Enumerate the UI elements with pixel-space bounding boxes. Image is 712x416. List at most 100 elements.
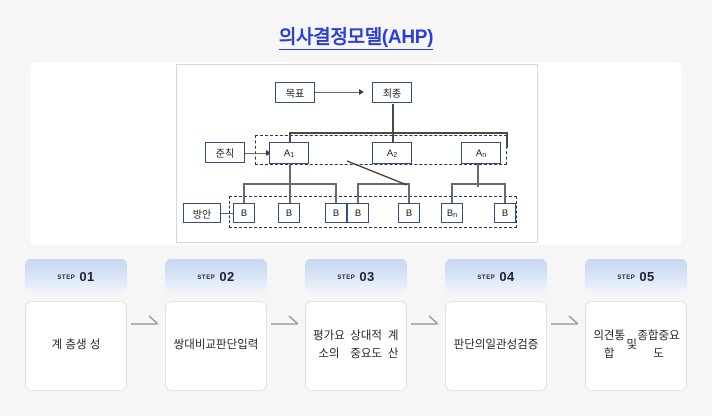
final-drop-line <box>392 104 394 133</box>
step-body-line: 생 성 <box>76 339 101 352</box>
node-alternative-3-label: B <box>332 207 340 219</box>
node-alternative-1: B <box>233 203 255 223</box>
node-criteria-an: An <box>461 142 501 164</box>
a2-children-bar <box>357 183 409 185</box>
an-child-1-branch <box>451 183 453 205</box>
node-alternative-2: B <box>278 203 300 223</box>
criteria-label-arrowhead <box>266 150 271 156</box>
step-body-01: 계 층 생 성 <box>25 301 127 391</box>
an-child-2-branch <box>504 183 506 205</box>
node-alternative-1-label: B <box>240 207 248 219</box>
node-alternative-7: B <box>494 203 516 223</box>
arrow-right-icon <box>131 315 159 325</box>
step-word-04: step <box>477 271 496 281</box>
step-number-04: 04 <box>499 268 515 284</box>
criteria-branch-an <box>506 132 508 148</box>
criteria-label-connector <box>245 153 269 155</box>
step-body-line: 상대적중요도 <box>350 330 383 360</box>
alternatives-label-connector <box>219 213 239 215</box>
node-criteria-an-label: An <box>475 147 487 159</box>
step-number-02: 02 <box>219 268 235 284</box>
step-arrow-3 <box>407 259 445 383</box>
step-number-05: 05 <box>639 268 655 284</box>
step-body-04: 판단의 일관성검증 <box>445 301 547 391</box>
node-criteria-a1: A1 <box>269 142 309 164</box>
node-alternative-5-label: B <box>405 207 413 219</box>
label-node-criteria-text: 준칙 <box>215 149 235 160</box>
step-body-line: 계 층 <box>51 339 76 352</box>
a1-child-1-branch <box>243 183 245 205</box>
node-goal-label: 목표 <box>285 89 305 100</box>
a2-child-2-branch <box>408 183 410 205</box>
node-alternative-3: B <box>325 203 347 223</box>
step-body-line: 판단입력 <box>216 339 259 352</box>
goal-to-final-connector <box>314 92 362 94</box>
step-body-line: 일관성검증 <box>485 339 539 352</box>
step-body-line: 평가요소의 <box>313 330 345 360</box>
node-alternative-2-label: B <box>285 207 293 219</box>
step-body-line: 계산 <box>387 330 399 360</box>
step-word-02: step <box>197 271 216 281</box>
arrow-right-icon <box>551 315 579 325</box>
step-body-line: 쌍대비교 <box>173 339 216 352</box>
step-word-01: step <box>57 271 76 281</box>
criteria-branch-a2 <box>392 132 394 148</box>
a2-diagonal-connector <box>346 160 408 186</box>
node-criteria-a2-label: A2 <box>386 147 398 159</box>
arrow-right-icon <box>271 315 299 325</box>
node-criteria-a1-label: A1 <box>283 147 295 159</box>
node-alternative-5: B <box>398 203 420 223</box>
step-body-line: 판단의 <box>453 339 486 352</box>
step-body-02: 쌍대비교 판단입력 <box>165 301 267 391</box>
criteria-fan-bar <box>289 132 507 134</box>
node-alternative-bn: Bn <box>441 203 463 223</box>
a1-children-bar <box>243 183 336 185</box>
node-alternative-bn-label: Bn <box>446 207 458 219</box>
ahp-hierarchy-diagram: 목표 최종 준칙 방안 A1 A2 An B B B <box>176 64 538 243</box>
diagram-card: 목표 최종 준칙 방안 A1 A2 An B B B <box>30 62 682 245</box>
node-criteria-a2: A2 <box>372 142 412 164</box>
goal-to-final-arrowhead <box>359 89 364 95</box>
label-node-alternatives-text: 방안 <box>192 209 212 221</box>
step-number-03: 03 <box>359 268 375 284</box>
page-title-text: 의사결정모델(AHP) <box>278 27 434 50</box>
a1-drop-line <box>289 161 291 213</box>
node-alternative-4: B <box>347 203 369 223</box>
node-alternative-4-label: B <box>354 207 362 219</box>
step-arrow-1 <box>127 259 165 383</box>
step-number-01: 01 <box>79 268 95 284</box>
step-arrow-4 <box>547 259 585 383</box>
an-children-bar <box>451 183 505 185</box>
step-body-line: 및 <box>626 339 637 352</box>
criteria-branch-a1 <box>289 132 291 148</box>
a2-child-1-branch <box>357 183 359 205</box>
node-goal: 목표 <box>275 82 315 103</box>
label-node-alternatives: 방안 <box>183 203 221 223</box>
an-drop-line <box>477 161 479 187</box>
node-final: 최종 <box>372 82 412 103</box>
node-final-label: 최종 <box>382 89 402 100</box>
label-node-criteria: 준칙 <box>205 142 245 163</box>
alternatives-group-dashed-box <box>229 196 517 228</box>
step-body-line: 종합중요도 <box>637 330 680 360</box>
step-body-03: 평가요소의 상대적중요도 계산 <box>305 301 407 391</box>
step-arrow-2 <box>267 259 305 383</box>
step-body-05: 의견통합 및 종합중요도 <box>585 301 687 391</box>
node-alternative-7-label: B <box>501 207 509 219</box>
step-word-05: step <box>617 271 636 281</box>
page-title: 의사결정모델(AHP) <box>0 22 712 50</box>
step-body-line: 의견통합 <box>593 330 626 360</box>
criteria-group-dashed-box <box>255 135 507 165</box>
step-word-03: step <box>337 271 356 281</box>
